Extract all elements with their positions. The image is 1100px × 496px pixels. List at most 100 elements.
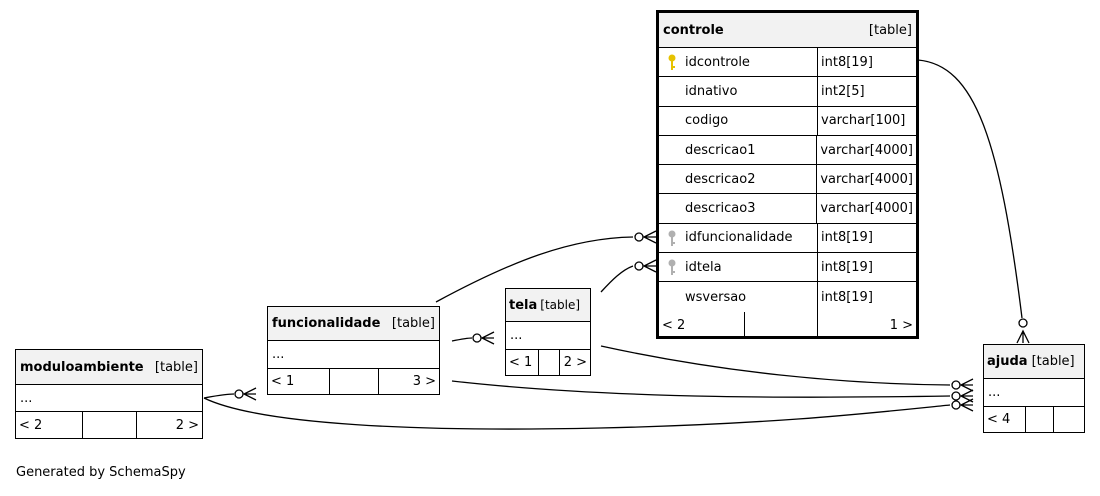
table-header: moduloambiente [table] xyxy=(16,350,202,385)
column-name: idnativo xyxy=(685,83,738,99)
column-type: varchar[4000] xyxy=(820,142,913,158)
crowfoot-marker xyxy=(480,331,495,345)
column-name-cell: idcontrole xyxy=(659,48,818,77)
nav-prev[interactable]: < 1 xyxy=(506,350,539,375)
table-ellipsis-row: ... xyxy=(506,322,590,350)
table-kind: [table] xyxy=(1031,354,1075,369)
edge-ajuda-moduloambiente xyxy=(203,397,951,430)
generator-credit: Generated by SchemaSpy xyxy=(16,465,186,480)
table-name: funcionalidade xyxy=(272,316,381,331)
column-type: int8[19] xyxy=(821,54,873,70)
column-name: descricao1 xyxy=(685,142,756,158)
column-type: varchar[4000] xyxy=(820,171,913,187)
column-name-cell: descricao2 xyxy=(659,165,818,194)
column-type: int8[19] xyxy=(821,259,873,275)
edge-ajuda-tela xyxy=(600,345,951,386)
edge-controle-tela xyxy=(600,265,634,293)
table-nav-row: < 4 xyxy=(984,407,1084,432)
crowfoot-marker xyxy=(959,378,974,392)
ellipsis: ... xyxy=(988,385,1001,400)
column-row[interactable]: idnativo int2[5] xyxy=(659,77,916,107)
column-row[interactable]: idtela int8[19] xyxy=(659,253,916,283)
column-name: descricao2 xyxy=(685,171,756,187)
table-kind: [table] xyxy=(391,316,435,331)
column-name-cell: codigo xyxy=(659,106,818,135)
column-name: codigo xyxy=(685,113,729,129)
edge-ajuda-funcionalidade xyxy=(451,380,951,398)
table-kind: [table] xyxy=(540,298,581,312)
column-row[interactable]: wsversao int8[19] xyxy=(659,282,916,312)
column-row[interactable]: codigo varchar[100] xyxy=(659,106,916,136)
foreign-key-icon xyxy=(668,259,676,276)
crowfoot-marker xyxy=(959,398,974,412)
crowfoot-marker xyxy=(1016,329,1030,344)
column-name: idcontrole xyxy=(685,54,750,70)
table-nav-row: < 2 2 > xyxy=(16,412,202,438)
edge-funcionalidade-moduloambiente xyxy=(203,393,235,399)
crowfoot-marker xyxy=(959,389,974,403)
nav-spacer xyxy=(539,350,560,375)
nav-next[interactable]: 2 > xyxy=(175,417,199,433)
column-name-cell: idfuncionalidade xyxy=(659,223,818,253)
table-ellipsis-row: ... xyxy=(268,341,439,369)
column-row[interactable]: idfuncionalidade int8[19] xyxy=(659,223,916,254)
table-funcionalidade[interactable]: funcionalidade [table] ... < 1 3 > xyxy=(267,306,440,395)
column-name-cell: idnativo xyxy=(659,77,818,106)
column-name: descricao3 xyxy=(685,201,756,217)
table-moduloambiente[interactable]: moduloambiente [table] ... < 2 2 > xyxy=(15,349,203,439)
nav-prev[interactable]: < 4 xyxy=(984,407,1026,432)
column-row[interactable]: descricao2 varchar[4000] xyxy=(659,165,916,195)
column-name: idtela xyxy=(685,259,722,275)
column-name-cell: descricao1 xyxy=(659,135,818,165)
column-type: varchar[4000] xyxy=(820,201,913,217)
table-ellipsis-row: ... xyxy=(984,379,1084,407)
table-tela[interactable]: tela [table] ... < 1 2 > xyxy=(505,288,591,376)
column-type: int2[5] xyxy=(821,83,865,99)
crowfoot-marker xyxy=(242,387,257,401)
table-name: controle xyxy=(663,22,724,38)
nav-next[interactable]: 2 > xyxy=(563,355,587,370)
column-name: wsversao xyxy=(685,289,747,305)
column-row[interactable]: descricao1 varchar[4000] xyxy=(659,135,916,166)
nav-next[interactable]: 1 > xyxy=(889,317,913,333)
column-type: int8[19] xyxy=(821,289,873,305)
table-nav-row: < 1 3 > xyxy=(268,369,439,394)
column-name-cell: idtela xyxy=(659,253,818,282)
column-row[interactable]: idcontrole int8[19] xyxy=(659,48,916,78)
table-nav-row: < 1 2 > xyxy=(506,350,590,375)
column-row[interactable]: descricao3 varchar[4000] xyxy=(659,194,916,224)
optional-marker xyxy=(951,380,961,390)
nav-spacer xyxy=(330,369,379,394)
table-controle[interactable]: controle [table] idcontrole int8[19] idnat… xyxy=(656,10,919,339)
primary-key-icon xyxy=(668,54,676,70)
table-header: tela [table] xyxy=(506,289,590,322)
optional-marker xyxy=(951,400,961,410)
ellipsis: ... xyxy=(20,390,33,406)
nav-spacer xyxy=(83,412,137,438)
column-type: int8[19] xyxy=(821,230,873,246)
edge-ajuda-controle xyxy=(917,59,1023,319)
table-kind: [table] xyxy=(868,22,912,38)
ellipsis: ... xyxy=(510,328,523,343)
nav-prev[interactable]: < 1 xyxy=(268,369,330,394)
edge-controle-funcionalidade xyxy=(435,236,634,303)
nav-prev[interactable]: < 2 xyxy=(659,311,745,339)
table-name: ajuda xyxy=(987,354,1028,369)
table-ellipsis-row: ... xyxy=(16,385,202,412)
nav-prev[interactable]: < 2 xyxy=(16,412,83,438)
foreign-key-icon xyxy=(668,230,676,246)
table-ajuda[interactable]: ajuda [table] ... < 4 xyxy=(983,344,1085,433)
edge-tela-funcionalidade xyxy=(451,337,473,342)
optional-marker xyxy=(634,261,644,271)
table-nav-row: < 2 1 > xyxy=(659,311,916,339)
column-name: idfuncionalidade xyxy=(685,230,793,246)
column-type: varchar[100] xyxy=(821,113,906,129)
optional-marker xyxy=(634,232,644,242)
nav-next[interactable]: 3 > xyxy=(412,374,436,389)
column-name-cell: wsversao xyxy=(659,282,818,312)
table-kind: [table] xyxy=(154,359,198,375)
table-header: controle [table] xyxy=(659,13,916,48)
column-name-cell: descricao3 xyxy=(659,194,818,223)
crowfoot-marker xyxy=(642,230,657,244)
table-name: moduloambiente xyxy=(20,359,144,375)
